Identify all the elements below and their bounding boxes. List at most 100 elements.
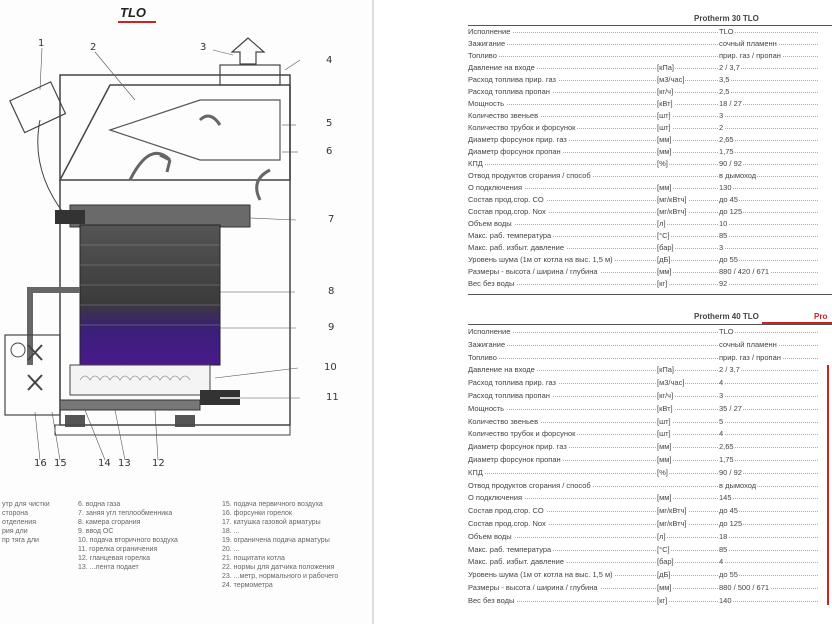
spec-unit: [дБ] [656,254,672,266]
legend-item: 17. катушка газовой арматуры [222,519,321,526]
callout-2: 2 [90,42,97,53]
spec-label: Вес без воды [468,594,517,607]
table1-title: Protherm 30 TLO [694,14,759,23]
dot-leader [468,284,818,285]
spec-value: 3 [718,390,725,402]
spec-unit: [мм] [656,134,673,146]
spec-unit: [дБ] [656,569,672,582]
spec-value: 85 [718,230,729,242]
legend-item: 19. ограничена подача арматуры [222,537,330,544]
dot-leader [468,164,818,165]
spec-label: Топливо [468,50,499,62]
spec-label: Макс. раб. температура [468,230,554,242]
legend-item: рия дли [2,528,28,535]
dot-leader [468,260,818,261]
legend-item: пр тяга дли [2,537,39,544]
spec-label: Состав прод.сгор. CO [468,505,546,518]
legend-item: сторона [2,510,29,517]
heat-exchanger [79,224,221,366]
spec-unit: [кПа] [656,62,676,74]
spec-label: Объем воды [468,530,514,543]
spec-value: до 55 [718,569,739,582]
spec-value: 2,65 [718,134,735,146]
spec-unit: [кг] [656,278,669,290]
spec-label: Расход топлива пропан [468,390,552,402]
diagram-page: TLO [0,0,372,624]
table2-title: Protherm 40 TLO [694,312,759,321]
spec-value: до 125 [718,206,744,218]
base-plate [54,424,291,436]
dot-leader [468,383,818,385]
dot-leader [468,472,818,474]
spec-value: в дымоход [718,479,758,492]
boiler-diagram [4,37,301,461]
dot-leader [468,104,818,105]
dot-leader [468,434,818,436]
diagram-title: TLO [120,5,146,20]
spec-unit: [м3/час] [656,74,686,86]
spec-label: Расход топлива пропан [468,86,552,98]
callout-10: 10 [324,362,337,373]
callout-3: 3 [200,42,207,53]
spec-unit: [шт] [656,110,672,122]
spec-value: 4 [718,428,725,441]
legend-item: 21. пощитати котла [222,555,285,562]
dot-leader [468,56,818,57]
dot-leader [468,408,818,410]
spec-unit: [кВт] [656,98,674,110]
dot-leader [468,32,818,33]
spec-unit: [%] [656,466,669,479]
spec-label: КПД [468,466,485,479]
dot-leader [468,447,818,449]
spec-label: Мощность [468,98,507,110]
dot-leader [468,176,818,177]
dot-leader [468,485,818,487]
spec-value: 35 / 27 [718,402,743,415]
thermostat-box [9,81,67,134]
spec-value: до 45 [718,194,739,206]
spec-unit: [мг/кВтч] [656,206,688,218]
spec-unit: [мм] [656,182,673,194]
pipe-fitting [55,210,85,224]
table1-top-rule [468,25,832,26]
spec-value: 3,5 [718,74,731,86]
legend-col-1: утр для чистки сторона отделения рия дли… [2,500,50,545]
dot-leader [468,212,818,213]
table2-title-partial: Pro [814,312,828,321]
spec-value: до 55 [718,254,739,266]
legend-item: 15. подача первичного воздуха [222,501,323,508]
spec-unit: [кПа] [656,364,676,377]
spec-value: 140 [718,594,733,607]
valve-knob [10,342,26,358]
dot-leader [468,44,818,45]
callout-6: 6 [326,146,333,157]
spec-value: 10 [718,218,729,230]
dot-leader [468,549,818,551]
spec-label: КПД [468,158,485,170]
spec-value: 4 [718,556,725,569]
outlet-pipe [69,204,251,228]
callout-7: 7 [328,214,335,225]
spec-value: в дымоход [718,170,758,182]
spec-label: Топливо [468,351,499,364]
spec-label: Исполнение [468,26,513,38]
spec-value: 880 / 420 / 671 [718,266,771,278]
spec-unit: [шт] [656,428,672,441]
spec-value: TLO [718,326,735,338]
spec-label: Давление на входе [468,62,537,74]
spec-value: 18 [718,530,729,543]
spec-label: Исполнение [468,326,513,338]
spec-value: 2 [718,122,725,134]
dot-leader [468,421,818,423]
leader-lines [34,47,301,461]
spec-value: 145 [718,492,733,505]
dot-leader [468,236,818,237]
dot-leader [468,600,818,602]
red-highlight-top [762,322,832,324]
red-highlight-side [827,365,829,605]
spec-label: Мощность [468,402,507,415]
legend-item: 18. ... [222,528,240,535]
dot-leader [468,140,818,141]
spec-label: Диаметр форсунок прир. газ [468,441,569,454]
spec-label: Макс. раб. избыт. давление [468,242,567,254]
